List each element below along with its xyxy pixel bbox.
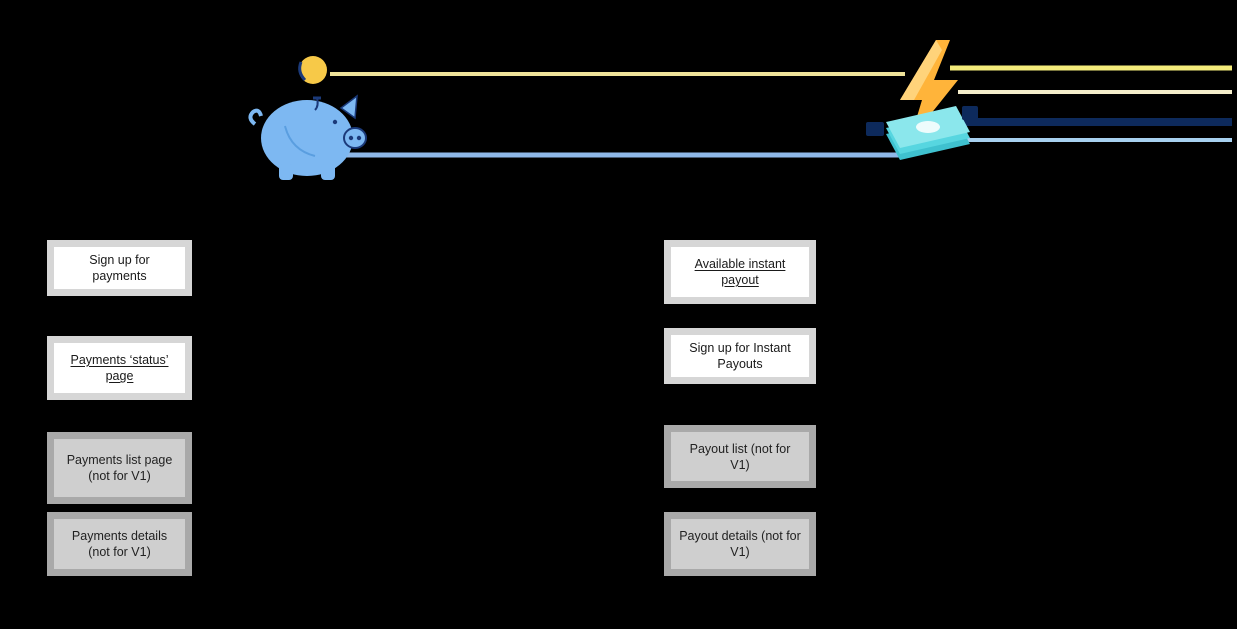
sparkle-left	[866, 122, 884, 136]
card-label: Available instant payout	[671, 247, 809, 297]
card-payments-list-page: Payments list page (not for V1)	[47, 432, 192, 504]
coin-icon	[298, 56, 327, 84]
card-label: Payments details (not for V1)	[54, 519, 185, 569]
card-label: Sign up for payments	[54, 247, 185, 289]
card-label: Payments list page (not for V1)	[54, 439, 185, 497]
card-sign-up-for-instant-payouts[interactable]: Sign up for Instant Payouts	[664, 328, 816, 384]
card-payout-list: Payout list (not for V1)	[664, 425, 816, 488]
money-stack-icon	[886, 106, 970, 160]
card-payments-status-page[interactable]: Payments ‘status’ page	[47, 336, 192, 400]
card-available-instant-payout[interactable]: Available instant payout	[664, 240, 816, 304]
instant-payout-illustration	[866, 40, 978, 160]
card-label: Payout list (not for V1)	[671, 432, 809, 481]
sparkle-right	[962, 106, 978, 120]
card-sign-up-for-payments[interactable]: Sign up for payments	[47, 240, 192, 296]
card-label: Sign up for Instant Payouts	[671, 335, 809, 377]
card-label: Payments ‘status’ page	[54, 343, 185, 393]
card-payout-details: Payout details (not for V1)	[664, 512, 816, 576]
card-label: Payout details (not for V1)	[671, 519, 809, 569]
card-payments-details: Payments details (not for V1)	[47, 512, 192, 576]
lightning-icon	[900, 40, 958, 140]
piggy-bank-icon	[248, 56, 367, 180]
